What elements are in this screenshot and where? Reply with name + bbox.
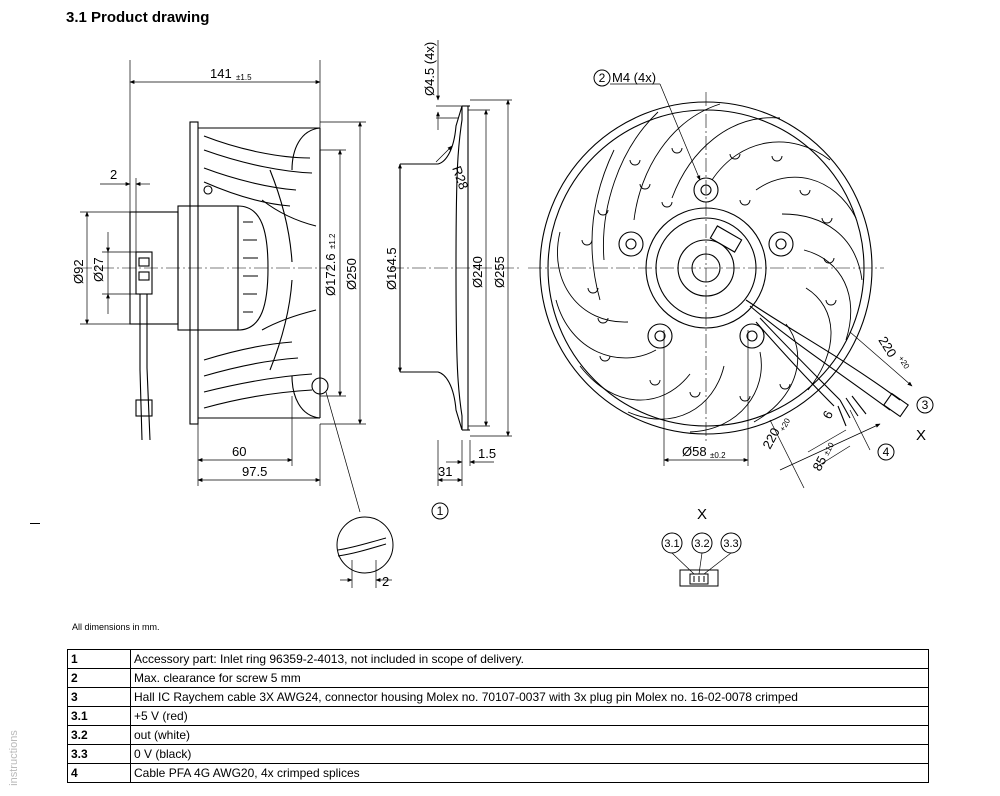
hall-cable	[745, 299, 901, 401]
legend-row: 3.1 +5 V (red)	[67, 706, 929, 726]
dim-2-top: 2	[110, 167, 117, 182]
legend-row: 3.2 out (white)	[67, 725, 929, 745]
label-plate	[709, 225, 743, 253]
legend-key: 3.2	[67, 725, 131, 745]
dim-97: 97.5	[242, 464, 267, 479]
dim-4-5: Ø4.5 (4x)	[422, 42, 437, 96]
dim-172-tol: ±1.2	[328, 233, 337, 249]
dim-220-a: 220	[875, 334, 899, 360]
front-view-dimensions	[610, 83, 913, 489]
callout-3-2: 3.2	[694, 538, 709, 550]
callout-4-circle	[877, 443, 895, 461]
legend-key: 2	[67, 668, 131, 688]
legend-row: 4 Cable PFA 4G AWG20, 4x crimped splices	[67, 763, 929, 783]
x-marker: X	[916, 427, 926, 444]
power-cable	[759, 317, 841, 401]
detail-view	[336, 516, 394, 588]
callout-2-circle	[593, 69, 611, 87]
dimensions-note: All dimensions in mm.	[72, 622, 160, 632]
ring-bottom-curve	[400, 371, 463, 431]
legend-text: Cable PFA 4G AWG20, 4x crimped splices	[130, 763, 929, 783]
legend-key: 1	[67, 649, 131, 669]
dim-2-detail: 2	[382, 574, 389, 589]
callout-33-circle	[720, 532, 742, 554]
legend-row: 2 Max. clearance for screw 5 mm	[67, 668, 929, 688]
dim-250: Ø250	[344, 258, 359, 290]
legend-key: 4	[67, 763, 131, 783]
dim-31: 31	[438, 464, 452, 479]
dim-220-a-tol: +20	[896, 354, 911, 371]
callout-4: 4	[883, 445, 890, 459]
legend-key: 3.3	[67, 744, 131, 764]
section-title: 3.1 Product drawing	[66, 9, 210, 26]
callout-1: 1	[437, 504, 444, 518]
dim-240: Ø240	[470, 256, 485, 288]
legend-text: Hall IC Raychem cable 3X AWG24, connecto…	[130, 687, 929, 707]
x-view-title: X	[697, 506, 707, 523]
detail-circle	[311, 377, 329, 395]
dim-141-tol: ±1.5	[236, 73, 252, 82]
dim-92: Ø92	[71, 259, 86, 284]
mounting-holes	[618, 177, 794, 349]
margin-dash	[30, 523, 40, 524]
dim-m4: M4 (4x)	[612, 70, 656, 85]
legend-row: 3.3 0 V (black)	[67, 744, 929, 764]
dim-60: 60	[232, 444, 246, 459]
legend-key: 3.1	[67, 706, 131, 726]
x-view-connector	[671, 552, 732, 587]
callout-3-3: 3.3	[723, 538, 738, 550]
connector-box	[135, 251, 153, 295]
callout-32-circle	[691, 532, 713, 554]
legend-text: Accessory part: Inlet ring 96359-2-4013,…	[130, 649, 929, 669]
ring-top-curve	[400, 105, 463, 165]
cable-line	[139, 294, 143, 441]
dim-164: Ø164.5	[384, 247, 399, 290]
legend-key: 3	[67, 687, 131, 707]
dim-58: Ø58	[682, 444, 707, 459]
legend-row: 3 Hall IC Raychem cable 3X AWG24, connec…	[67, 687, 929, 707]
dim-85: 85	[809, 454, 829, 474]
callout-31-circle	[661, 532, 683, 554]
dim-27: Ø27	[91, 257, 106, 282]
legend-text: 0 V (black)	[130, 744, 929, 764]
front-shroud-bottom	[291, 375, 321, 419]
side-view-dimensions	[80, 60, 366, 513]
dim-58-tol: ±0.2	[710, 451, 726, 460]
legend-text: out (white)	[130, 725, 929, 745]
dim-141: 141	[210, 66, 232, 81]
legend-text: +5 V (red)	[130, 706, 929, 726]
dim-1-5: 1.5	[478, 446, 496, 461]
callout-3-1: 3.1	[664, 538, 679, 550]
back-plate	[189, 121, 199, 425]
legend-table: 1 Accessory part: Inlet ring 96359-2-401…	[67, 649, 929, 783]
side-view	[129, 121, 329, 441]
inlet-ring-dimensions	[398, 40, 512, 486]
dim-6: 6	[819, 408, 836, 421]
dim-172: Ø172.6	[323, 253, 338, 296]
callout-2: 2	[599, 71, 606, 85]
product-drawing: 141 ±1.5 2 Ø92 Ø27 Ø172.6 ±1.2 Ø250 60 9…	[71, 40, 934, 589]
callout-3-circle	[916, 396, 934, 414]
dim-255: Ø255	[492, 256, 507, 288]
front-view-centerlines	[528, 92, 884, 444]
callout-3: 3	[922, 398, 929, 412]
hall-connector	[883, 392, 909, 418]
callout-1-circle	[431, 502, 449, 520]
side-text: instructions	[8, 730, 20, 786]
dim-220-b-tol: +20	[778, 416, 793, 433]
blade-tabs	[581, 147, 837, 402]
legend-row: 1 Accessory part: Inlet ring 96359-2-401…	[67, 649, 929, 669]
front-shroud-top	[291, 127, 321, 171]
legend-text: Max. clearance for screw 5 mm	[130, 668, 929, 688]
